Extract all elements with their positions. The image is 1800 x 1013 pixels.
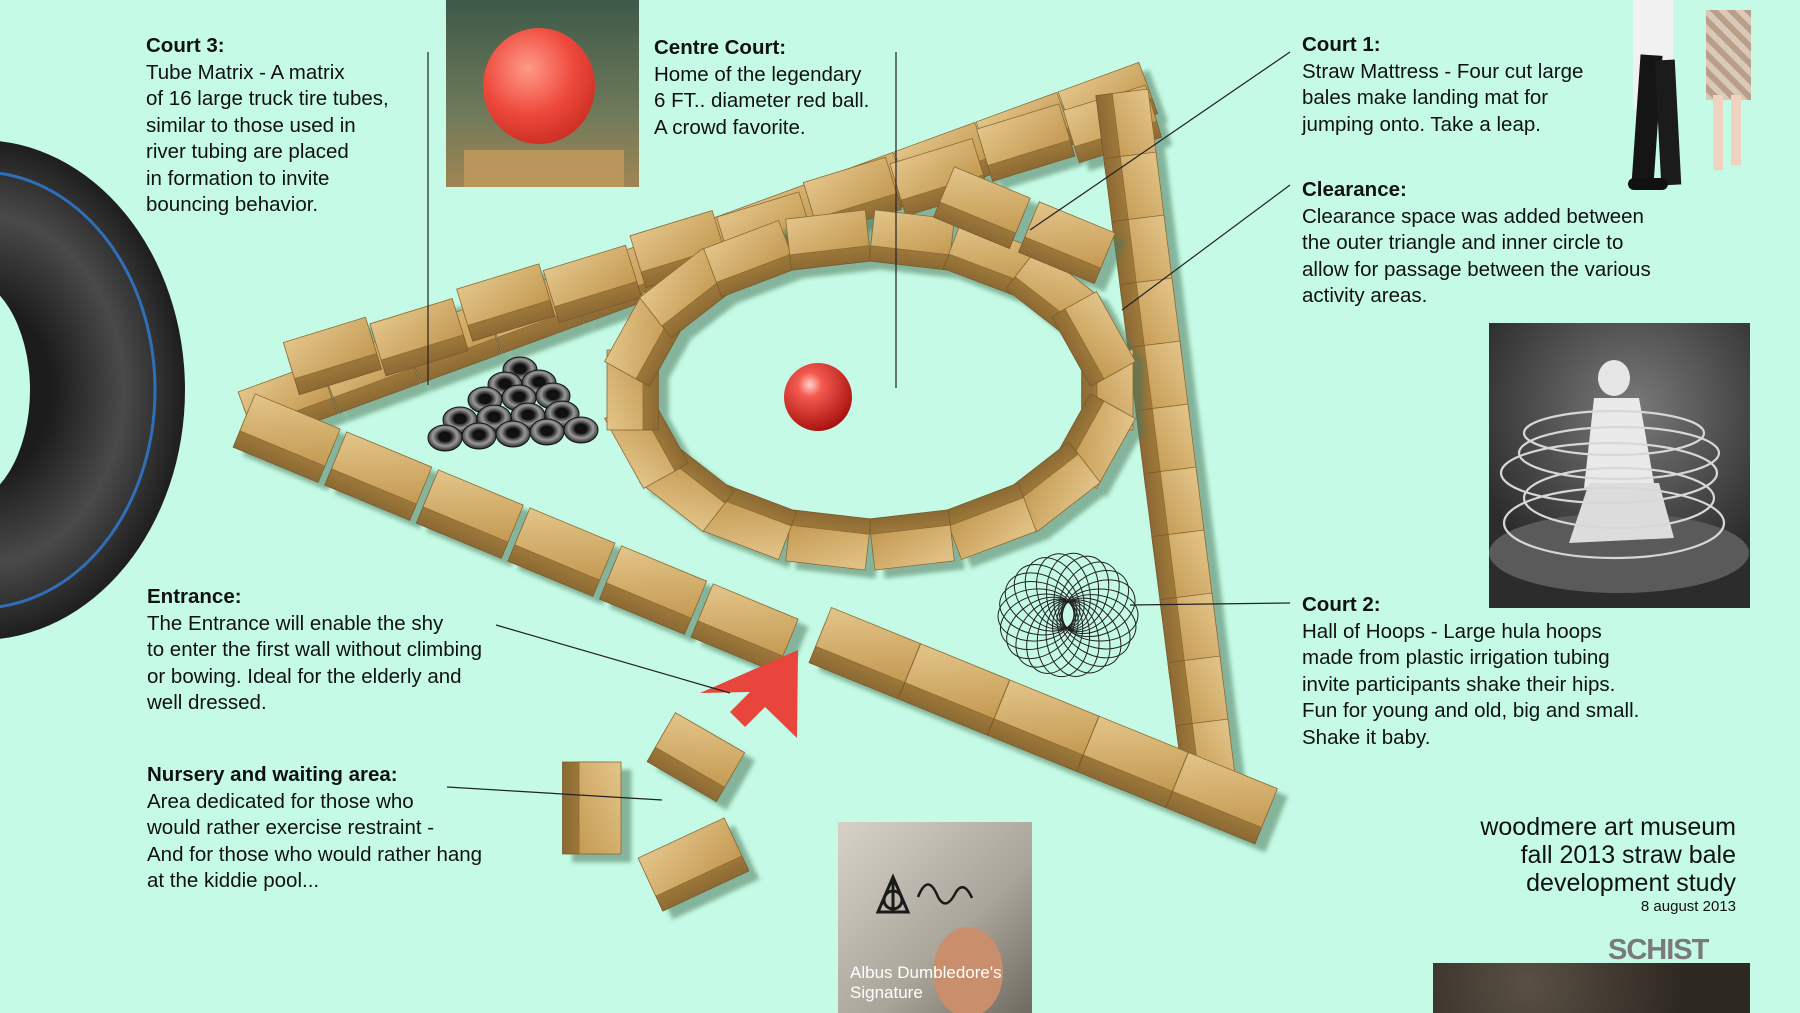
nursery-note: Nursery and waiting area: Area dedicated… bbox=[147, 762, 482, 895]
straw-bale bbox=[942, 482, 1037, 561]
leader-lines bbox=[427, 51, 1291, 801]
straw-bale bbox=[598, 545, 708, 635]
court2-body: Hall of Hoops - Large hula hoops made fr… bbox=[1302, 619, 1640, 749]
straw-bale bbox=[542, 244, 643, 324]
straw-bale bbox=[976, 103, 1076, 182]
straw-bale bbox=[282, 316, 383, 396]
straw-bale bbox=[324, 431, 433, 521]
straw-bale bbox=[637, 817, 750, 912]
straw-bale bbox=[1051, 291, 1136, 388]
straw-bale bbox=[868, 509, 955, 571]
title-date: 8 august 2013 bbox=[1640, 898, 1736, 915]
nursery-bales bbox=[562, 712, 750, 912]
straw-bale bbox=[1159, 592, 1223, 678]
straw-bale bbox=[897, 643, 1011, 736]
centre-court-note: Centre Court: Home of the legendary 6 FT… bbox=[654, 35, 869, 141]
court2-heading: Court 2: bbox=[1302, 593, 1381, 616]
truck-tire-tube-photo bbox=[0, 141, 185, 639]
jumping-people-photo bbox=[1628, 0, 1758, 205]
signature-caption: Albus Dumbledore's Signature bbox=[850, 963, 1002, 1002]
straw-bale bbox=[507, 507, 616, 597]
entrance-arrow bbox=[700, 650, 798, 738]
straw-bale bbox=[1103, 151, 1167, 237]
straw-bale bbox=[889, 138, 989, 217]
straw-bale bbox=[1165, 751, 1278, 845]
court1-heading: Court 1: bbox=[1302, 33, 1381, 56]
straw-bale bbox=[785, 209, 872, 271]
clearance-heading: Clearance: bbox=[1302, 178, 1407, 201]
nursery-body: Area dedicated for those who would rathe… bbox=[147, 789, 483, 893]
straw-bale bbox=[639, 247, 735, 339]
centre-court-heading: Centre Court: bbox=[654, 36, 787, 59]
inner-circle-wall bbox=[604, 166, 1136, 571]
nursery-heading: Nursery and waiting area: bbox=[147, 763, 398, 786]
straw-bale bbox=[1127, 340, 1191, 426]
clearance-note: Clearance: Clearance space was added bet… bbox=[1302, 177, 1651, 310]
straw-bale bbox=[785, 509, 872, 571]
straw-bale bbox=[1119, 277, 1183, 363]
title-line1: woodmere art museum bbox=[1480, 813, 1736, 841]
straw-bale bbox=[646, 712, 746, 803]
straw-bale bbox=[1111, 214, 1175, 300]
red-ball bbox=[784, 363, 852, 431]
straw-bale bbox=[232, 393, 341, 483]
title-block: woodmere art museum fall 2013 straw bale… bbox=[1480, 813, 1736, 917]
straw-bale bbox=[1167, 655, 1231, 741]
tube-matrix bbox=[427, 356, 599, 452]
court3-heading: Court 3: bbox=[146, 34, 225, 57]
straw-bale bbox=[690, 583, 799, 673]
court2-note: Court 2: Hall of Hoops - Large hula hoop… bbox=[1302, 592, 1639, 751]
straw-bale bbox=[369, 298, 469, 377]
straw-bale bbox=[456, 263, 556, 342]
straw-bale bbox=[703, 482, 798, 561]
straw-bale bbox=[562, 761, 622, 855]
straw-bale bbox=[703, 219, 798, 298]
straw-bale bbox=[415, 469, 524, 559]
court1-body: Straw Mattress - Four cut large bales ma… bbox=[1302, 59, 1584, 136]
schist-texture-photo bbox=[1433, 963, 1750, 1013]
straw-bale bbox=[868, 209, 955, 271]
title-line2: fall 2013 straw bale bbox=[1520, 841, 1736, 869]
entrance-note: Entrance: The Entrance will enable the s… bbox=[147, 584, 482, 717]
court3-body: Tube Matrix - A matrix of 16 large truck… bbox=[146, 60, 389, 217]
court1-note: Court 1: Straw Mattress - Four cut large… bbox=[1302, 32, 1583, 138]
schist-logo: SCHIST bbox=[1608, 934, 1709, 966]
straw-bale bbox=[629, 210, 729, 289]
signature-photo: Albus Dumbledore's Signature bbox=[838, 822, 1032, 1013]
entrance-body: The Entrance will enable the shy to ente… bbox=[147, 611, 482, 715]
straw-bale bbox=[933, 166, 1031, 249]
title-line3: development study bbox=[1526, 869, 1736, 897]
court3-note: Court 3: Tube Matrix - A matrix of 16 la… bbox=[146, 33, 389, 219]
red-ball-photo bbox=[446, 0, 639, 187]
centre-court-body: Home of the legendary 6 FT.. diameter re… bbox=[654, 62, 870, 139]
straw-bale bbox=[1143, 466, 1207, 552]
outer-triangle-wall bbox=[232, 61, 1278, 845]
hula-hoop-photo bbox=[1489, 323, 1750, 608]
hula-hoops bbox=[997, 552, 1139, 678]
entrance-heading: Entrance: bbox=[147, 585, 242, 608]
straw-bale bbox=[1151, 529, 1215, 615]
clearance-body: Clearance space was added between the ou… bbox=[1302, 204, 1651, 308]
